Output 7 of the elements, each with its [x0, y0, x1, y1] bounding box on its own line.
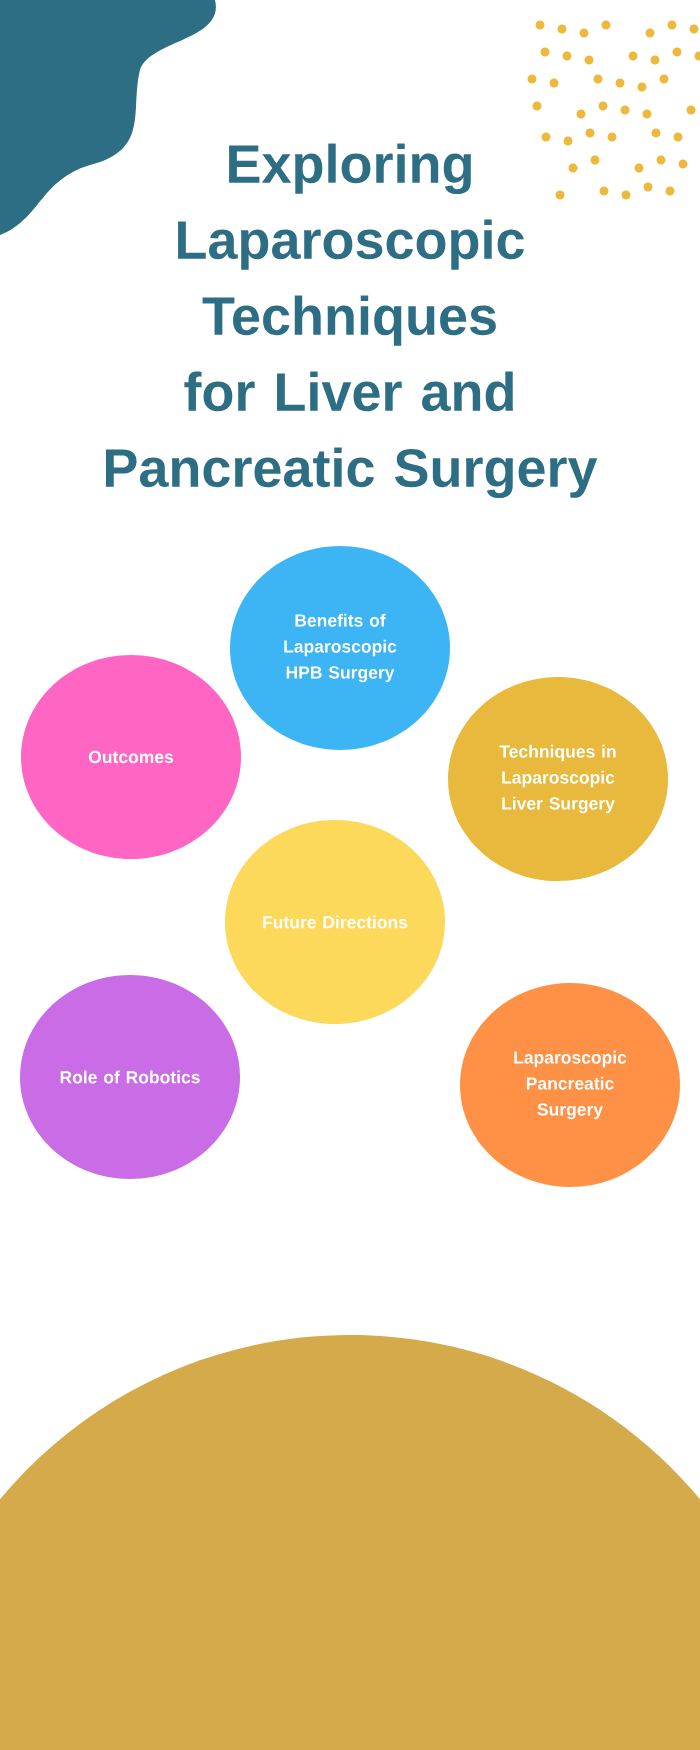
topic-blob: Techniques in Laparoscopic Liver Surgery — [448, 677, 668, 881]
topic-blob: Laparoscopic Pancreatic Surgery — [460, 983, 680, 1187]
topic-blob: Benefits of Laparoscopic HPB Surgery — [230, 546, 450, 750]
title: Exploring Laparoscopic Techniques for Liver and Pancreatic Surgery — [106, 143, 598, 499]
topic-blob: Outcomes — [21, 655, 241, 859]
topic-blob: Future Directions — [225, 820, 445, 1024]
topic-blob: Role of Robotics — [20, 975, 240, 1179]
